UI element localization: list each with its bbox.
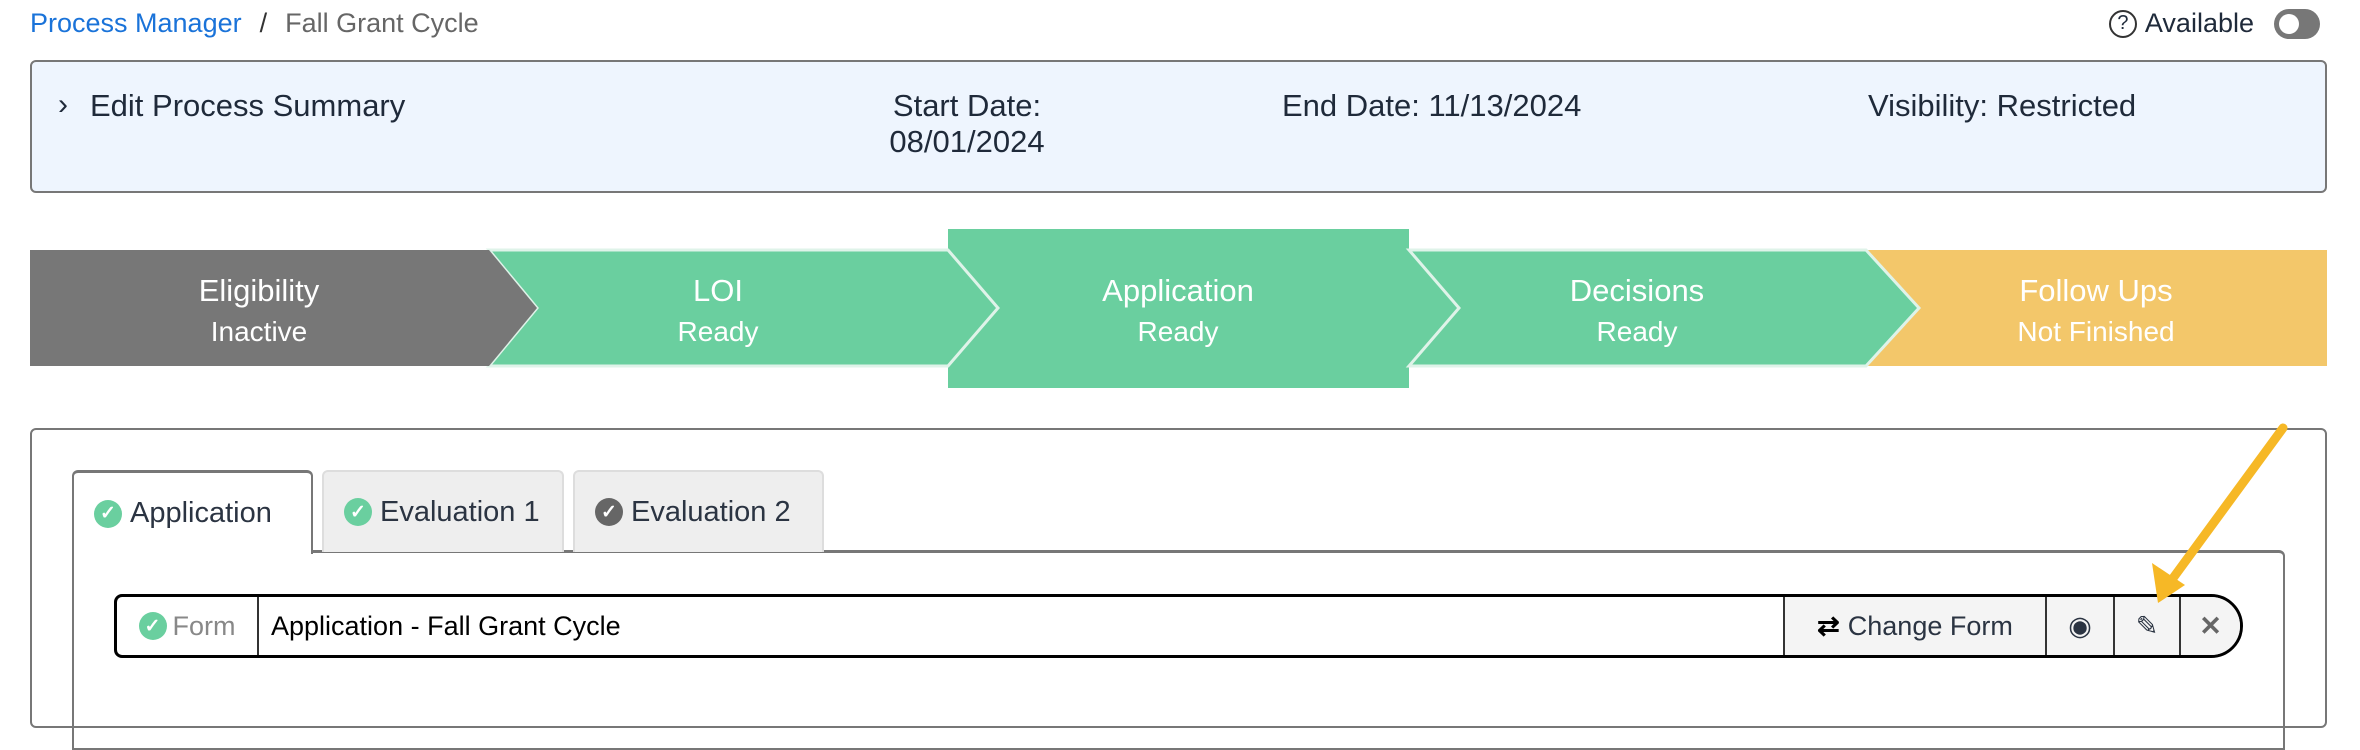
form-label-text: Form <box>172 610 236 641</box>
stage-title: Application <box>1102 273 1254 308</box>
availability: ? Available <box>2108 8 2320 39</box>
start-date-label: Start Date: <box>892 88 1042 123</box>
stage-bar: Eligibility Inactive LOI Ready Applicati… <box>30 229 2327 388</box>
form-label: ✓ Form <box>117 597 259 655</box>
stage-loi[interactable] <box>485 248 1000 368</box>
breadcrumb-current: Fall Grant Cycle <box>285 8 479 38</box>
tab-label: Evaluation 2 <box>631 495 791 528</box>
available-label: Available <box>2144 8 2254 38</box>
stage-decisions[interactable] <box>1405 248 1922 368</box>
tab-label: Evaluation 1 <box>380 495 540 528</box>
stage-title: LOI <box>693 273 743 308</box>
form-row: ✓ Form Application - Fall Grant Cycle ⇄ … <box>114 594 2243 658</box>
tab-label: Application <box>130 497 272 529</box>
stage-eligibility[interactable] <box>30 250 537 366</box>
eye-icon: ◉ <box>2068 610 2092 641</box>
close-icon: ✕ <box>2199 610 2222 641</box>
check-circle-icon: ✓ <box>344 498 372 526</box>
check-circle-icon: ✓ <box>595 498 623 526</box>
stage-status: Not Finished <box>2017 316 2174 347</box>
chevron-right-icon: › <box>58 88 68 121</box>
change-form-button[interactable]: ⇄ Change Form <box>1785 597 2047 655</box>
stage-status: Ready <box>1138 316 1219 347</box>
end-date: End Date: 11/13/2024 <box>1282 88 1582 123</box>
stage-follow-ups[interactable] <box>1866 250 2327 366</box>
view-form-button[interactable]: ◉ <box>2047 597 2115 655</box>
stage-status: Ready <box>1597 316 1678 347</box>
tab-application[interactable]: ✓ Application <box>72 470 313 554</box>
pencil-icon: ✎ <box>2135 610 2159 641</box>
exchange-icon: ⇄ <box>1817 610 1840 641</box>
edit-summary-label: Edit Process Summary <box>90 88 406 123</box>
stage-title: Decisions <box>1570 273 1704 308</box>
edit-summary-toggle[interactable]: › Edit Process Summary <box>58 88 405 124</box>
start-date-value: 08/01/2024 <box>889 124 1045 159</box>
breadcrumb: Process Manager / Fall Grant Cycle <box>30 8 479 39</box>
stage-status: Ready <box>678 316 759 347</box>
available-toggle[interactable] <box>2274 8 2320 39</box>
stage-title: Follow Ups <box>2019 273 2172 308</box>
breadcrumb-process-manager[interactable]: Process Manager <box>30 8 242 38</box>
change-form-label: Change Form <box>1847 610 2013 641</box>
visibility: Visibility: Restricted <box>1868 88 2137 123</box>
tab-evaluation-1[interactable]: ✓ Evaluation 1 <box>322 470 564 552</box>
start-date: Start Date: 08/01/2024 <box>822 88 1112 160</box>
check-circle-icon: ✓ <box>94 499 122 528</box>
tab-evaluation-2[interactable]: ✓ Evaluation 2 <box>573 470 824 552</box>
stage-status: Inactive <box>211 316 308 347</box>
check-circle-icon: ✓ <box>138 612 167 640</box>
edit-form-button[interactable]: ✎ <box>2115 597 2181 655</box>
remove-form-button[interactable]: ✕ <box>2181 597 2240 655</box>
stage-title: Eligibility <box>199 273 320 308</box>
question-circle-icon[interactable]: ? <box>2108 9 2137 38</box>
stage-application[interactable] <box>948 229 1409 388</box>
process-summary: › Edit Process Summary Start Date: 08/01… <box>30 60 2327 193</box>
form-name-field[interactable]: Application - Fall Grant Cycle <box>259 597 1785 655</box>
breadcrumb-separator: / <box>259 8 268 38</box>
